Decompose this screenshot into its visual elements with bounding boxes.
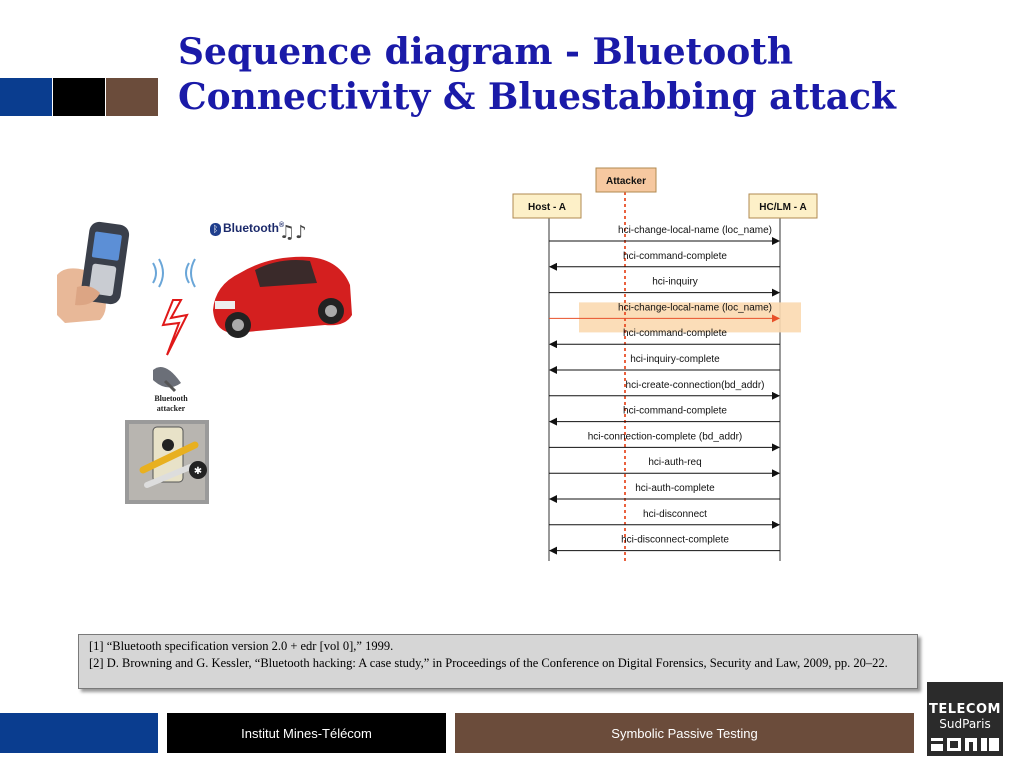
bluetooth-logo-text: Bluetooth® — [223, 221, 284, 235]
reference-1: [1] “Bluetooth specification version 2.0… — [89, 638, 907, 655]
telecom-sudparis-logo: TELECOM SudParis — [927, 682, 1003, 756]
bluetooth-icon: ᛒ — [210, 223, 221, 236]
message-label: hci-disconnect — [643, 509, 707, 520]
slide-title-line-2: Connectivity & Bluestabbing attack — [178, 75, 1008, 120]
references-box: [1] “Bluetooth specification version 2.0… — [78, 634, 918, 689]
slide-title-line-1: Sequence diagram - Bluetooth — [178, 30, 1008, 75]
participant-attacker-label: Attacker — [606, 176, 646, 187]
message-label: hci-change-local-name (loc_name) — [618, 225, 772, 236]
footer-bar-blue — [0, 713, 158, 753]
reference-2: [2] D. Browning and G. Kessler, “Bluetoo… — [89, 655, 907, 672]
message-label: hci-command-complete — [623, 406, 727, 417]
footer-institute-text: Institut Mines-Télécom — [241, 726, 372, 741]
message-label: hci-inquiry-complete — [630, 354, 720, 365]
header-bar-brown — [106, 78, 158, 116]
slide-title: Sequence diagram - Bluetooth Connectivit… — [178, 30, 1008, 120]
lightning-icon — [163, 300, 187, 355]
message-label: hci-auth-req — [648, 457, 701, 468]
header-bar-black — [53, 78, 105, 116]
svg-text:✱: ✱ — [194, 466, 202, 477]
message-label: hci-command-complete — [623, 251, 727, 262]
bluestab-attacker-icon: ✱ — [125, 420, 209, 504]
message-label: hci-change-local-name (loc_name) — [618, 302, 772, 313]
signal-waves-icon — [153, 259, 195, 287]
footer-course: Symbolic Passive Testing — [455, 713, 914, 753]
logo-line-1: TELECOM — [927, 702, 1003, 717]
participant-host-a-label: Host - A — [528, 202, 566, 213]
header-bar-blue — [0, 78, 52, 116]
bluetooth-attack-illustration: ✱ — [55, 215, 355, 510]
message-label: hci-disconnect-complete — [621, 535, 729, 546]
sequence-diagram: Host - A AttackerHC/LM - A hci-change-loca… — [505, 163, 835, 563]
footer-institute: Institut Mines-Télécom — [167, 713, 446, 753]
message-label: hci-create-connection(bd_addr) — [626, 380, 765, 391]
phone-icon — [57, 221, 130, 323]
car-icon — [213, 257, 352, 338]
logo-line-2: SudParis — [927, 717, 1003, 731]
participant-hclm-a-label: HC/LM - A — [759, 202, 806, 213]
message-label: hci-connection-complete (bd_addr) — [588, 431, 743, 442]
music-notes-icon: ♫♪ — [279, 222, 307, 243]
logo-mark-icon — [929, 736, 1001, 752]
message-label: hci-auth-complete — [635, 483, 715, 494]
footer-course-text: Symbolic Passive Testing — [611, 726, 757, 741]
message-label: hci-command-complete — [623, 328, 727, 339]
bluetooth-attacker-label: Bluetooth attacker — [146, 394, 196, 414]
message-label: hci-inquiry — [652, 277, 698, 288]
satellite-dish-icon — [153, 367, 181, 391]
